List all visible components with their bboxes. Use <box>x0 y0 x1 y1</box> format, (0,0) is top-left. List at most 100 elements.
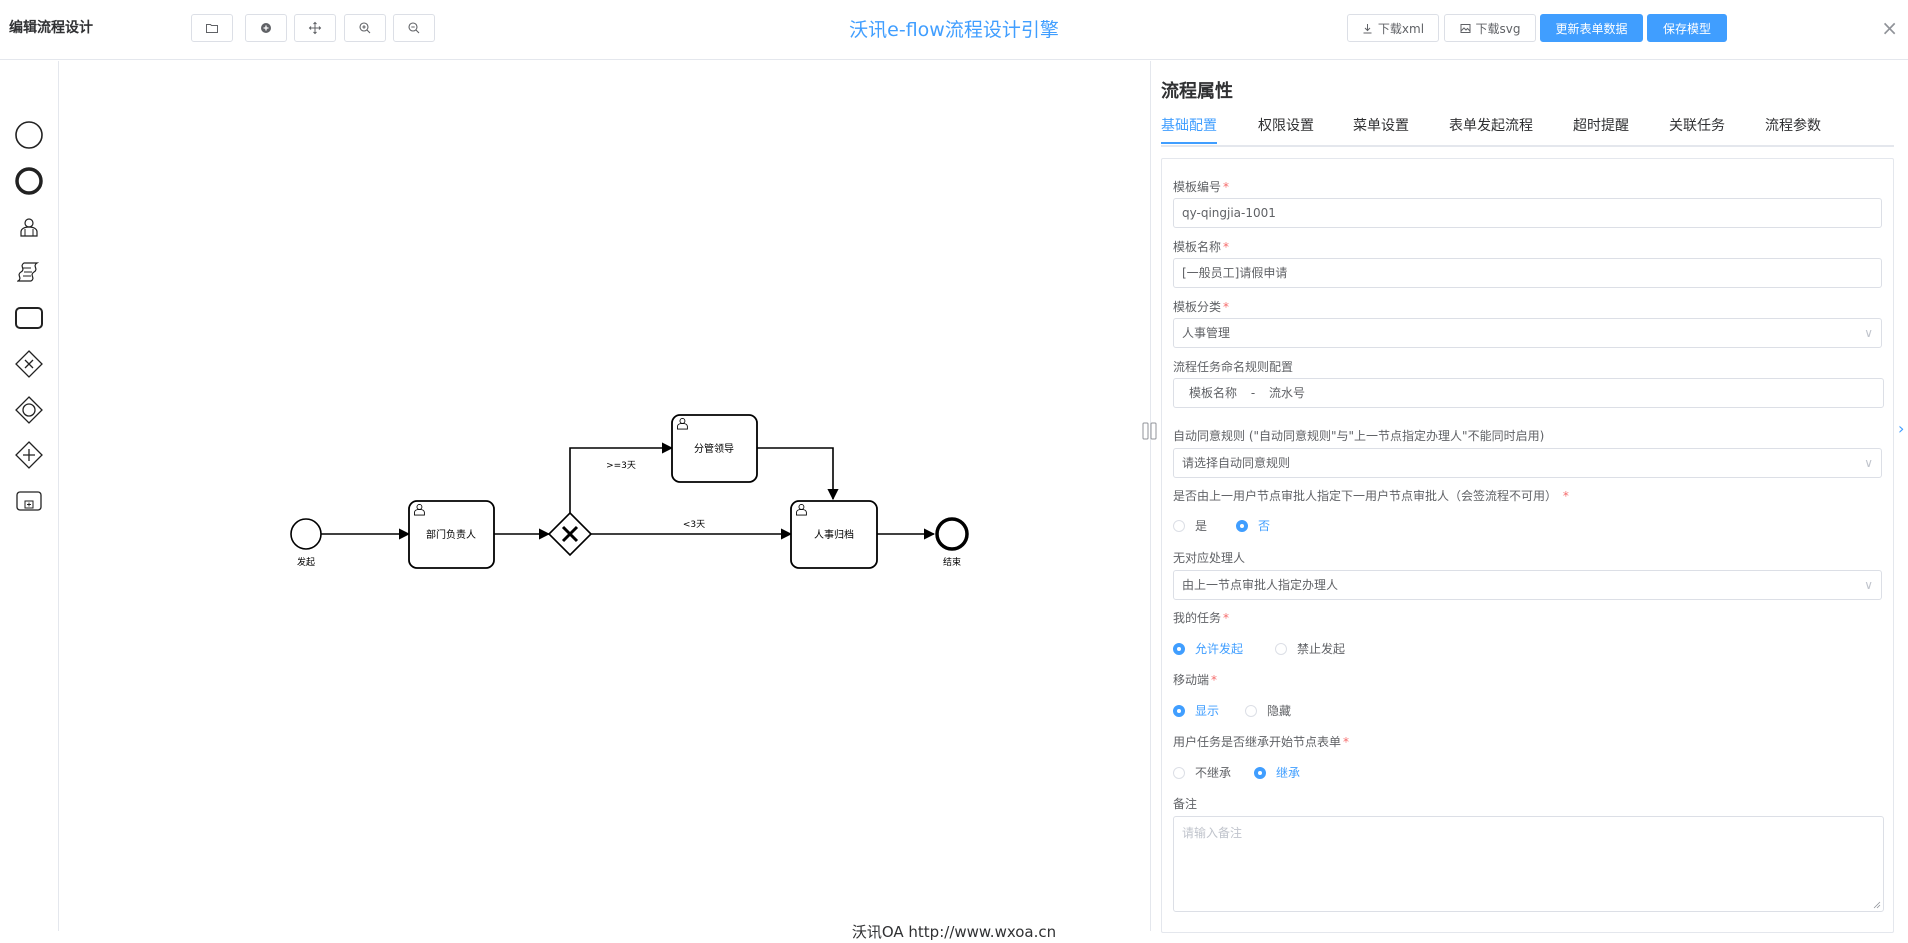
palette-end-event[interactable] <box>12 164 46 198</box>
zoom-out-button[interactable] <box>393 14 435 42</box>
my-task-forbid-radio[interactable]: 禁止发起 <box>1275 640 1345 657</box>
chevron-down-icon: ∨ <box>1864 326 1873 340</box>
zoom-in-button[interactable] <box>344 14 386 42</box>
add-element-button[interactable] <box>245 14 287 42</box>
close-icon[interactable]: × <box>1881 16 1898 40</box>
tab-linked-tasks[interactable]: 关联任务 <box>1669 118 1725 134</box>
radio-label: 不继承 <box>1195 766 1232 780</box>
prev-assign-label-text: 是否由上一用户节点审批人指定下一用户节点审批人（会签流程不可用） <box>1173 489 1558 503</box>
task-supervisor[interactable] <box>671 414 758 483</box>
inclusive-gateway-icon <box>15 396 43 424</box>
tab-flow-params[interactable]: 流程参数 <box>1765 118 1821 134</box>
collapse-panel-icon[interactable]: › <box>1898 419 1905 438</box>
zoom-in-icon <box>359 22 371 34</box>
mobile-label-text: 移动端 <box>1173 673 1210 687</box>
element-palette <box>0 61 59 931</box>
radio-circle <box>1275 642 1287 655</box>
palette-inclusive-gateway[interactable] <box>12 393 46 427</box>
naming-rule-part: 流水号 <box>1269 386 1306 400</box>
end-event-icon <box>15 167 43 195</box>
download-svg-button[interactable]: 下载svg <box>1444 14 1536 42</box>
radio-circle <box>1173 704 1185 717</box>
palette-user-task[interactable] <box>12 210 46 244</box>
save-model-button[interactable]: 保存模型 <box>1647 14 1727 42</box>
image-icon <box>1460 23 1470 33</box>
drag-handle-icon <box>1142 422 1157 440</box>
tab-menu-settings[interactable]: 菜单设置 <box>1353 118 1409 134</box>
end-event-label: 结束 <box>943 556 961 568</box>
palette-task[interactable] <box>12 301 46 335</box>
resize-grip-icon[interactable] <box>1873 901 1881 909</box>
download-svg-label: 下载svg <box>1475 21 1521 36</box>
prev-assign-label: 是否由上一用户节点审批人指定下一用户节点审批人（会签流程不可用） * <box>1173 487 1569 504</box>
palette-parallel-gateway[interactable] <box>12 438 46 472</box>
flow-supervisor-to-hr[interactable] <box>757 447 839 501</box>
zoom-out-icon <box>408 22 420 34</box>
open-file-button[interactable] <box>191 14 233 42</box>
template-no-input[interactable]: qy-qingjia-1001 <box>1173 198 1882 228</box>
move-canvas-button[interactable] <box>294 14 336 42</box>
required-mark: * <box>1223 240 1230 254</box>
user-task-icon <box>677 418 688 430</box>
active-tab-indicator <box>1161 142 1217 144</box>
radio-circle <box>1173 766 1185 779</box>
diagram-canvas[interactable]: 发起 部门负责人 分管领导 人事归档 结束 >=3天 <3天 <box>59 61 1150 931</box>
prev-assign-yes-radio[interactable]: 是 <box>1173 517 1207 534</box>
radio-label: 否 <box>1258 519 1271 533</box>
no-handler-select[interactable]: 由上一节点审批人指定办理人 ∨ <box>1173 570 1882 600</box>
radio-circle <box>1245 704 1257 717</box>
mobile-show-radio[interactable]: 显示 <box>1173 702 1219 719</box>
tab-form-launch-flow[interactable]: 表单发起流程 <box>1449 118 1533 134</box>
template-name-input[interactable]: [一般员工]请假申请 <box>1173 258 1882 288</box>
tab-permissions[interactable]: 权限设置 <box>1258 118 1314 134</box>
template-category-select[interactable]: 人事管理 ∨ <box>1173 318 1882 348</box>
user-task-icon <box>20 218 38 237</box>
download-xml-label: 下载xml <box>1377 21 1425 36</box>
tab-basic-config[interactable]: 基础配置 <box>1161 118 1217 134</box>
chevron-down-icon: ∨ <box>1864 456 1873 470</box>
flow-gateway-to-supervisor[interactable] <box>569 442 674 514</box>
naming-rule-box[interactable]: 模板名称 - 流水号 <box>1173 378 1884 408</box>
radio-label: 禁止发起 <box>1297 642 1346 656</box>
inherit-no-radio[interactable]: 不继承 <box>1173 764 1231 781</box>
radio-label: 允许发起 <box>1195 642 1244 656</box>
radio-label: 继承 <box>1276 766 1301 780</box>
prev-assign-no-radio[interactable]: 否 <box>1236 517 1270 534</box>
remark-label: 备注 <box>1173 797 1198 811</box>
condition-ge3-label: >=3天 <box>606 461 636 471</box>
parallel-gateway-icon <box>15 441 43 469</box>
start-event[interactable] <box>290 518 322 550</box>
script-task-icon <box>17 262 40 282</box>
auto-agree-select[interactable]: 请选择自动同意规则 ∨ <box>1173 448 1882 478</box>
radio-label: 隐藏 <box>1267 704 1292 718</box>
palette-script-task[interactable] <box>12 255 46 289</box>
palette-exclusive-gateway[interactable] <box>12 347 46 381</box>
gateway-x-icon <box>561 525 579 543</box>
my-task-allow-radio[interactable]: 允许发起 <box>1173 640 1243 657</box>
tab-timeout-reminder[interactable]: 超时提醒 <box>1573 118 1629 134</box>
template-category-label: 模板分类* <box>1173 298 1229 315</box>
download-xml-button[interactable]: 下载xml <box>1347 14 1439 42</box>
end-event[interactable] <box>935 517 969 551</box>
radio-circle <box>1173 519 1185 532</box>
remark-textarea[interactable]: 请输入备注 <box>1173 816 1884 912</box>
footer-brand: 沃讯OA http://www.wxoa.cn <box>851 923 1057 941</box>
bpmn-diagram[interactable]: 发起 部门负责人 分管领导 人事归档 结束 >=3天 <3天 <box>59 61 1150 931</box>
palette-start-event[interactable] <box>12 118 46 152</box>
required-mark: * <box>1211 673 1218 687</box>
property-tabs: 基础配置 权限设置 菜单设置 表单发起流程 超时提醒 关联任务 流程参数 <box>1161 113 1894 147</box>
required-mark: * <box>1343 735 1350 749</box>
resize-handle[interactable] <box>1141 420 1159 442</box>
no-handler-value: 由上一节点审批人指定办理人 <box>1182 578 1339 592</box>
radio-label: 是 <box>1195 519 1208 533</box>
exclusive-gateway-icon <box>15 350 43 378</box>
update-form-data-button[interactable]: 更新表单数据 <box>1540 14 1643 42</box>
mobile-hide-radio[interactable]: 隐藏 <box>1245 702 1291 719</box>
inherit-yes-radio[interactable]: 继承 <box>1254 764 1300 781</box>
template-category-value: 人事管理 <box>1182 326 1231 340</box>
task-hr-archive[interactable] <box>790 500 878 569</box>
user-task-icon <box>414 504 425 516</box>
task-dept-head[interactable] <box>408 500 495 569</box>
palette-subprocess[interactable] <box>12 484 46 518</box>
no-handler-label: 无对应处理人 <box>1173 551 1246 565</box>
